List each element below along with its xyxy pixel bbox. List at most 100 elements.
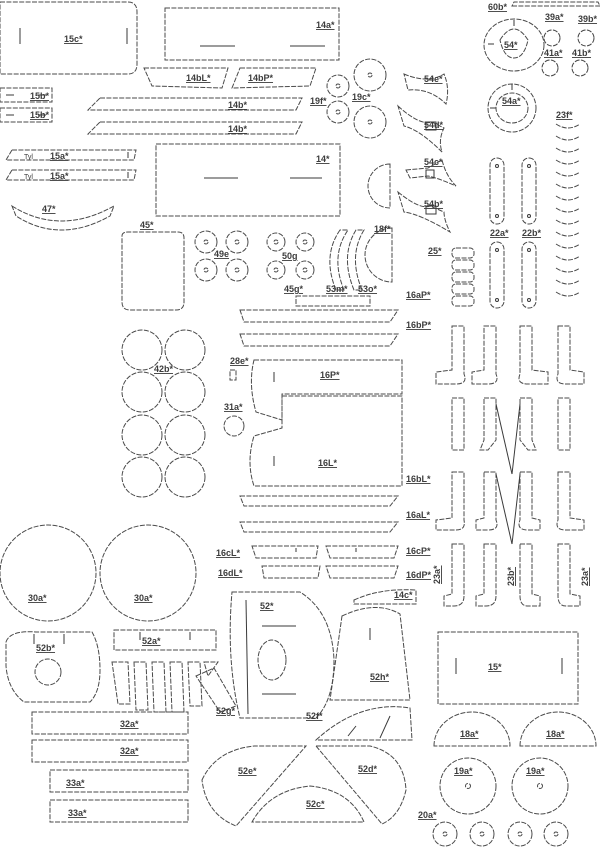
label-42b: 42b*	[154, 364, 174, 374]
label-52a: 52a*	[142, 636, 161, 646]
label-54c: 54c*	[424, 157, 443, 167]
label-33a-1: 33a*	[66, 778, 85, 788]
label-14bL: 14bL*	[186, 73, 211, 83]
part-52a	[113, 629, 217, 651]
label-23b: 23b*	[506, 566, 516, 586]
label-19f: 19f*	[310, 96, 327, 106]
part-19c-discs	[353, 58, 387, 139]
part-19f-discs	[326, 74, 350, 124]
label-53o: 53o*	[358, 284, 378, 294]
part-16dL	[261, 565, 321, 579]
label-52d: 52d*	[358, 764, 378, 774]
part-22b-links	[521, 157, 537, 309]
part-54a-ring	[487, 83, 537, 133]
label-16dL: 16dL*	[218, 568, 243, 578]
part-52b	[5, 631, 101, 703]
label-52g: 52g*	[216, 706, 236, 716]
label-54: 54*	[504, 40, 518, 50]
part-16cL	[251, 545, 319, 559]
part-16dP	[325, 565, 399, 579]
part-45g-strip	[295, 295, 371, 307]
label-39b: 39b*	[578, 14, 598, 24]
label-14b-2: 14b*	[228, 124, 248, 134]
part-18a-halfdiscs	[433, 711, 597, 747]
part-23f-arcs	[555, 123, 581, 297]
label-16bP: 16bP*	[406, 320, 432, 330]
part-47	[10, 204, 115, 231]
part-14a	[164, 7, 340, 61]
part-15b-lower	[0, 107, 53, 123]
part-31a	[223, 415, 245, 437]
part-52c	[251, 785, 365, 823]
label-50g: 50g	[282, 251, 298, 261]
label-31a: 31a*	[224, 402, 243, 412]
label-52: 52*	[260, 601, 274, 611]
label-30a-2: 30a*	[134, 593, 153, 603]
label-19c: 19c*	[352, 92, 371, 102]
label-18f: 18f*	[374, 224, 391, 234]
part-49e-discs	[194, 230, 249, 282]
part-16aP	[239, 309, 399, 323]
part-15a-lower	[5, 169, 137, 181]
label-19a-1: 19a*	[454, 766, 473, 776]
label-16dP: 16dP*	[406, 570, 432, 580]
part-54b	[397, 190, 452, 234]
label-14c: 14c*	[394, 590, 413, 600]
label-30a-1: 30a*	[28, 593, 47, 603]
part-15b-upper	[0, 87, 53, 103]
label-16aP: 16aP*	[406, 290, 431, 300]
label-54a: 54a*	[502, 96, 521, 106]
label-45g: 45g*	[284, 284, 304, 294]
label-18a-1: 18a*	[460, 729, 479, 739]
part-15	[437, 631, 579, 705]
part-16cP	[325, 545, 399, 559]
part-14	[155, 143, 341, 217]
part-19a-discs	[439, 757, 569, 815]
part-22a-links	[489, 157, 505, 309]
part-28e	[229, 369, 237, 381]
part-54d	[397, 104, 445, 153]
label-54e: 54e*	[424, 74, 443, 84]
part-30a-discs	[0, 524, 197, 622]
part-16L	[249, 395, 403, 487]
part-53o-curve	[346, 229, 365, 291]
label-tyl-1: Tyl	[24, 154, 33, 161]
part-14c	[353, 589, 417, 605]
label-15b-2: 15b*	[30, 110, 50, 120]
label-16cP: 16cP*	[406, 546, 431, 556]
part-33a-strips	[49, 769, 189, 823]
label-54d: 54d*	[424, 120, 444, 130]
part-52f	[314, 706, 413, 741]
part-20a-discs	[432, 821, 569, 847]
label-41b: 41b*	[572, 48, 592, 58]
label-15: 15*	[488, 662, 502, 672]
label-16L: 16L*	[318, 458, 338, 468]
label-52f: 52f*	[306, 711, 323, 721]
label-20a: 20a*	[418, 810, 437, 820]
label-52c: 52c*	[306, 799, 325, 809]
label-16aL: 16aL*	[406, 510, 431, 520]
part-42b-discs	[121, 329, 206, 498]
label-tyl-2: Tyl	[24, 174, 33, 181]
part-52-main	[229, 591, 335, 719]
part-14b-upper	[86, 97, 303, 111]
part-labels: 15c* 14a* 60b* 39a* 39b* 54* 41a* 41b* 1…	[24, 2, 598, 820]
label-32a-1: 32a*	[120, 719, 139, 729]
label-14bP: 14bP*	[248, 73, 274, 83]
label-47: 47*	[42, 204, 56, 214]
label-16cL: 16cL*	[216, 548, 241, 558]
label-52b: 52b*	[36, 643, 56, 653]
label-15b-1: 15b*	[30, 91, 50, 101]
label-25: 25*	[428, 246, 442, 256]
label-22b: 22b*	[522, 228, 542, 238]
label-15a-1: 15a*	[50, 151, 69, 161]
part-54e	[403, 73, 449, 105]
label-54b: 54b*	[424, 199, 444, 209]
part-60b	[511, 1, 600, 7]
label-16P: 16P*	[320, 370, 340, 380]
part-52d	[314, 745, 407, 825]
label-18a-2: 18a*	[546, 729, 565, 739]
label-33a-2: 33a*	[68, 808, 87, 818]
label-52e: 52e*	[238, 766, 257, 776]
part-16bL	[239, 495, 400, 507]
